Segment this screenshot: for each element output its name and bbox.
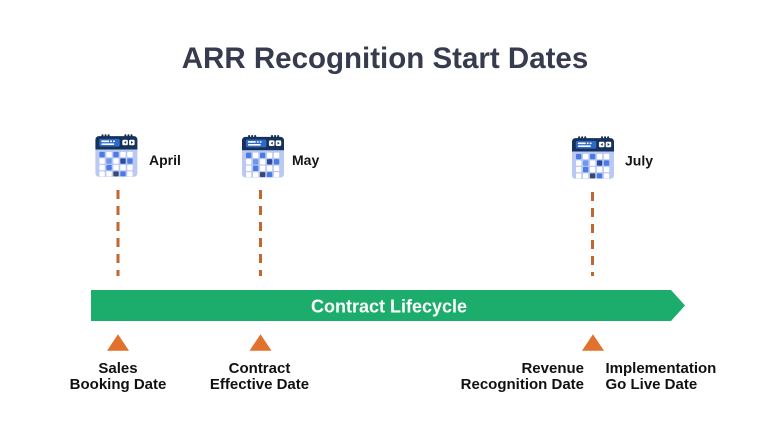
svg-text:Booking Date: Booking Date (70, 376, 167, 393)
svg-text:April: April (149, 152, 181, 168)
svg-text:Recognition Date: Recognition Date (461, 376, 584, 393)
svg-text:Revenue: Revenue (521, 360, 584, 377)
svg-text:Effective Date: Effective Date (210, 376, 309, 393)
svg-text:Go Live Date: Go Live Date (606, 376, 698, 393)
svg-text:Sales: Sales (98, 360, 137, 377)
svg-text:ARR Recognition Start Dates: ARR Recognition Start Dates (182, 42, 589, 75)
svg-text:Contract: Contract (229, 360, 291, 377)
svg-text:May: May (292, 152, 319, 168)
svg-text:Contract Lifecycle: Contract Lifecycle (311, 297, 467, 317)
svg-text:Implementation: Implementation (606, 360, 717, 377)
svg-text:July: July (625, 153, 653, 169)
